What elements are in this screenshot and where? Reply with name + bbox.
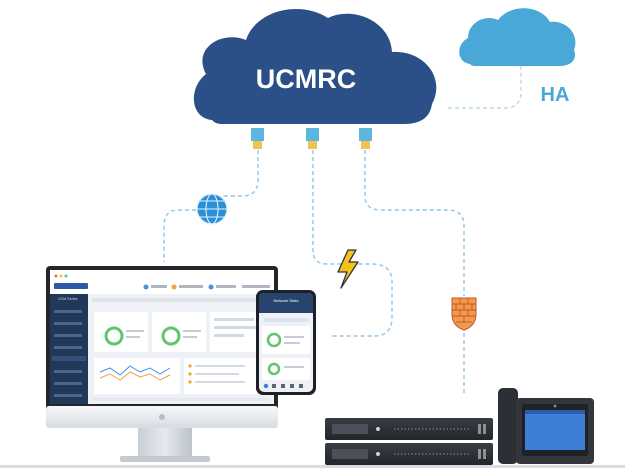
monitor-camera	[159, 414, 165, 420]
desk-phone-camera	[553, 404, 557, 408]
link-ha	[448, 66, 522, 109]
lightning-icon	[337, 249, 359, 289]
monitor-base	[120, 456, 210, 462]
link-middle	[312, 150, 393, 337]
firewall-icon	[451, 297, 477, 331]
link-right	[364, 150, 465, 394]
phone-handset	[498, 388, 518, 464]
cloud-connectors	[251, 128, 372, 149]
rack-server-top	[325, 418, 493, 440]
ucmrc-label: UCMRC	[256, 64, 357, 94]
ha-cloud: HA	[459, 8, 576, 106]
monitor-sidebar-title: UCM Series	[58, 297, 78, 301]
ucmrc-cloud: UCMRC	[193, 9, 437, 125]
smartphone: Network Stats	[256, 290, 316, 395]
connector-middle	[306, 128, 319, 149]
phone-title: Network Stats	[274, 298, 299, 303]
ground-line	[0, 465, 625, 468]
desktop-monitor: UCM Series	[46, 266, 278, 462]
connector-left	[251, 128, 264, 149]
ip-desk-phone	[498, 388, 594, 464]
connector-right	[359, 128, 372, 149]
rack-server-bottom	[325, 443, 493, 465]
globe-icon	[196, 193, 228, 225]
ha-label: HA	[541, 84, 570, 106]
